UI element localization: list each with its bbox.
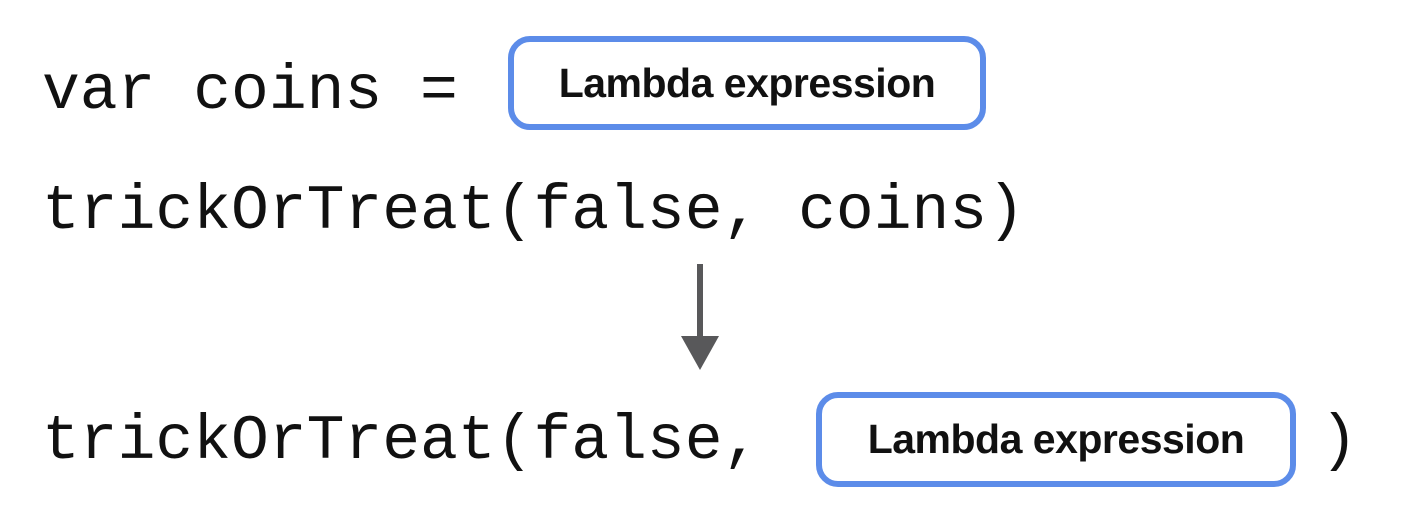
code-line-var-declaration: var coins = xyxy=(42,56,496,127)
lambda-expression-box-top: Lambda expression xyxy=(508,36,986,130)
down-arrow-icon xyxy=(681,264,719,370)
lambda-expression-label: Lambda expression xyxy=(867,416,1245,462)
code-line-closing-paren: ) xyxy=(1320,406,1358,477)
code-line-trickortreat-call: trickOrTreat(false, coins) xyxy=(42,176,1025,247)
code-line-trickortreat-inlined-prefix: trickOrTreat(false, xyxy=(42,406,761,477)
lambda-expression-label: Lambda expression xyxy=(558,59,936,106)
lambda-expression-box-bottom: Lambda expression xyxy=(816,392,1296,487)
